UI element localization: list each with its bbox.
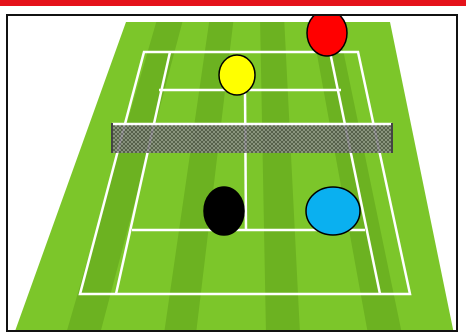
game-frame: [6, 14, 458, 332]
yellow-player[interactable]: [219, 55, 255, 95]
tennis-court-board: [8, 16, 458, 332]
black-player[interactable]: [204, 187, 244, 235]
red-player[interactable]: [307, 16, 347, 56]
blue-player[interactable]: [306, 187, 360, 235]
tennis-net: [112, 123, 392, 153]
top-accent-bar: [0, 0, 466, 6]
center-service-line: [245, 90, 246, 230]
